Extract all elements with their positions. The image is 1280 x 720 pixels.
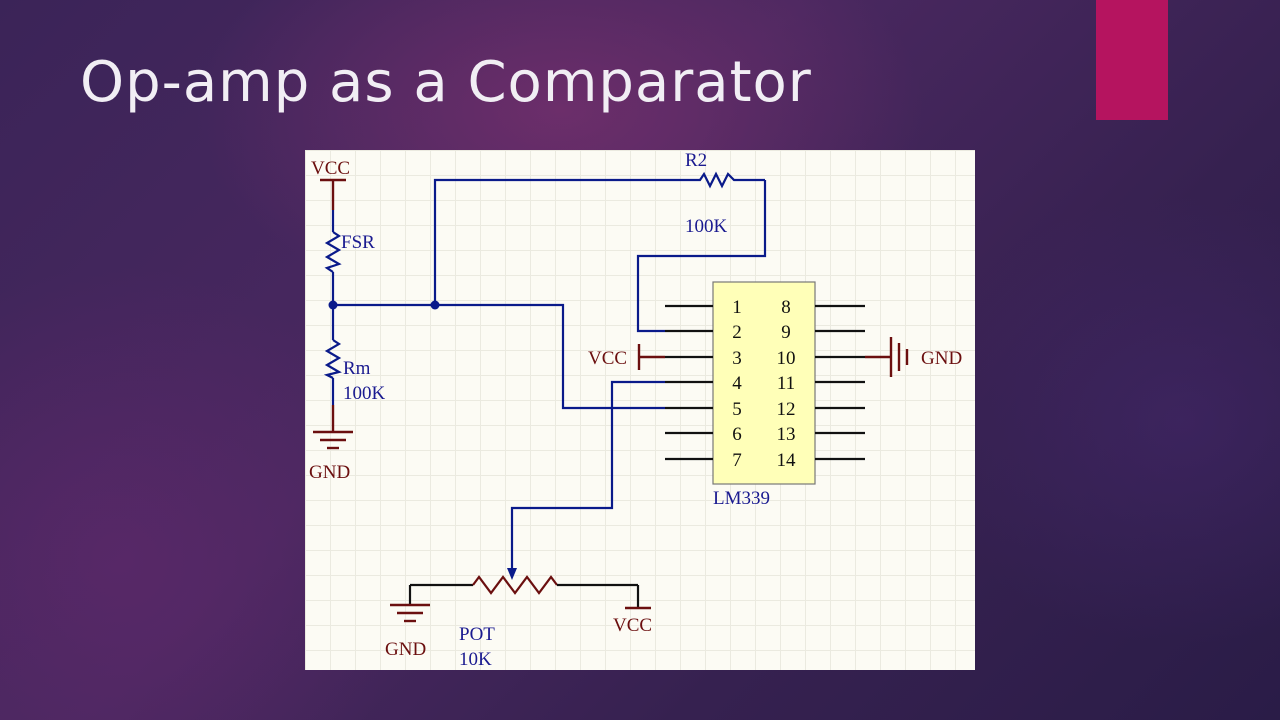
pot-wiper-arrow [507,568,517,580]
r2-value-label: 100K [685,216,728,237]
slide-title: Op-amp as a Comparator [80,50,812,115]
ic-pin-label: 11 [777,373,795,394]
rm-label: Rm [343,358,371,379]
ic-pin-label: 1 [732,297,742,318]
ic-pin-label: 13 [777,424,796,445]
rm-value-label: 100K [343,383,386,404]
ic-pin-label: 9 [781,322,791,343]
ic-pin-label: 14 [777,450,797,471]
power-symbols [313,178,909,623]
ic-pin-label: 3 [732,348,742,369]
junction-dot [328,300,338,310]
pot-value-label: 10K [459,649,492,670]
wire-node-to-pin5 [333,303,665,410]
vcc-top-label: VCC [311,158,350,179]
pot-label: POT [459,624,495,645]
wire-feedback-right [636,180,767,333]
r2-resistor [665,171,765,189]
ic-pin-label: 10 [777,348,796,369]
wire-pin4-to-pot [510,380,665,568]
vcc-pot-label: VCC [613,615,652,636]
schematic-drawing: 1 2 3 4 5 6 7 8 9 10 11 12 13 14 VCC FSR… [309,150,962,670]
ic-pin-label: 7 [732,450,742,471]
potentiometer [408,568,640,608]
rm-resistor [323,339,342,379]
gnd-pot-label: GND [385,639,426,660]
fsr-label: FSR [341,232,375,253]
accent-bar [1096,0,1168,120]
wire-feedback-top [433,178,665,305]
vcc-mid-label: VCC [588,348,627,369]
ic-pin-label: 12 [777,399,796,420]
gnd-right-label: GND [921,348,962,369]
gnd-left-label: GND [309,462,350,483]
circuit-schematic: 1 2 3 4 5 6 7 8 9 10 11 12 13 14 VCC FSR… [305,150,975,670]
junction-dot [430,300,440,310]
lm339-chip: 1 2 3 4 5 6 7 8 9 10 11 12 13 14 [665,281,865,485]
wires [331,178,767,568]
ic-name-label: LM339 [713,488,770,509]
ic-pin-label: 8 [781,297,791,318]
r2-label: R2 [685,150,707,171]
ic-pin-label: 2 [732,322,742,343]
ic-pin-label: 4 [732,373,742,394]
ic-pin-label: 6 [732,424,742,445]
fsr-resistor [324,231,342,273]
ic-pin-label: 5 [732,399,742,420]
